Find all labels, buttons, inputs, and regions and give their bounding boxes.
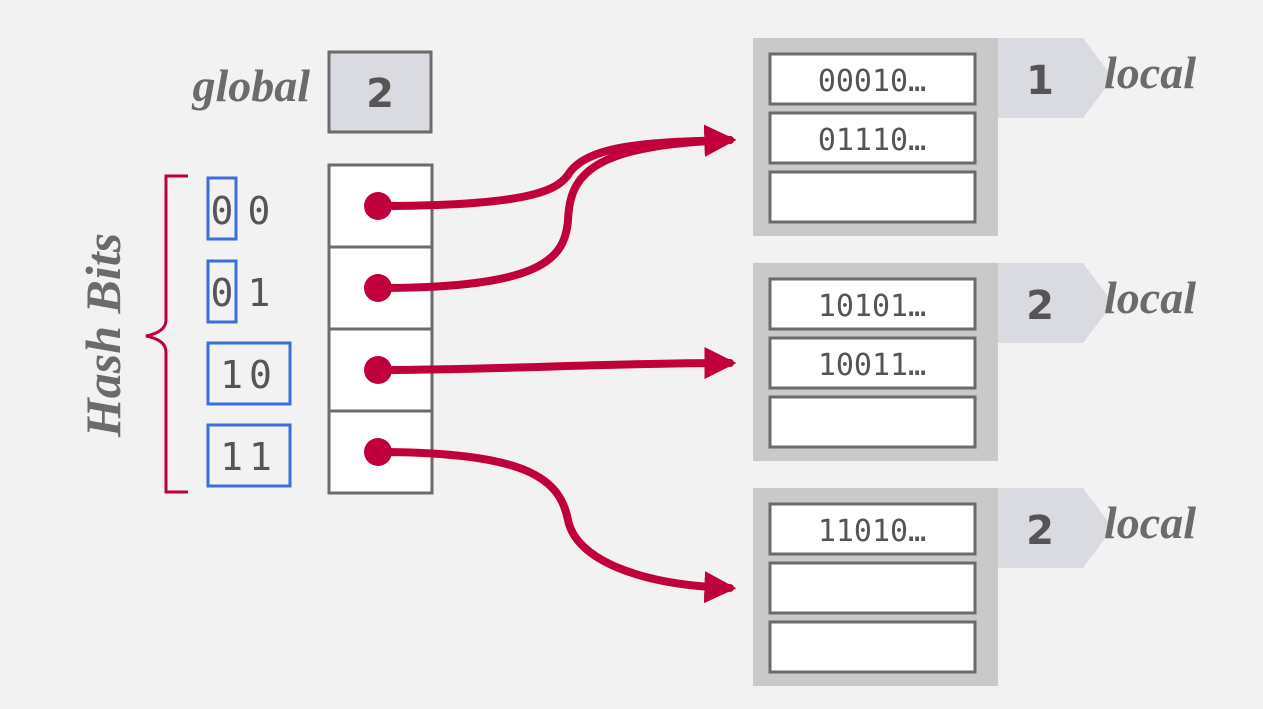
local-label: local [1104,497,1196,548]
pointer-dot-2 [364,356,392,384]
bucket-entry [768,561,977,615]
prefix-bits: 0 [211,271,234,315]
remaining-bits: 1 [248,271,271,315]
hash-bits-brace [145,174,188,494]
local-depth-tab [998,488,1113,568]
global-depth-box [327,50,433,134]
global-label: global [191,60,310,111]
bucket-entry-text: 01110… [818,123,926,158]
bucket-entry [768,52,977,106]
local-depth-value: 1 [1026,58,1054,104]
remaining-bits: 0 [248,189,271,233]
bucket-1: 00010… 01110… 1 local [753,38,1196,236]
bucket-entry-text: 10101… [818,289,926,324]
pointer-arrow-slot-3 [374,448,737,604]
bucket-entry [768,277,977,331]
bucket-entry-text: 00010… [818,64,926,99]
local-depth-value: 2 [1026,283,1054,329]
local-label: local [1104,47,1196,98]
bucket-entry [768,502,977,556]
prefix-highlight-box [206,423,292,488]
local-label: local [1104,272,1196,323]
bucket-entry-text: 11010… [818,514,926,549]
pointer-dot-1 [364,274,392,302]
bucket-entry-text: 10011… [818,348,926,383]
bucket-entry [768,620,977,674]
prefix-bits: 10 [220,353,278,397]
pointer-arrow-slot-1 [374,124,737,292]
bucket-entry [768,111,977,165]
pointer-dot-3 [364,438,392,466]
directory-prefix-3: 11 [206,423,292,488]
directory-prefix-0: 0 0 [206,176,271,241]
bucket-entry [768,170,977,224]
bucket-entry [768,336,977,390]
local-depth-value: 2 [1026,508,1054,554]
prefix-highlight-box [206,259,238,324]
directory-prefix-1: 0 1 [206,259,271,324]
pointer-arrow-slot-2 [374,347,737,380]
hash-bits-label: Hash Bits [75,233,131,438]
local-depth-tab [998,263,1113,343]
bucket-3: 11010… 2 local [753,488,1196,686]
pointer-dot-0 [364,192,392,220]
prefix-bits: 0 [211,189,234,233]
prefix-highlight-box [206,341,292,406]
local-depth-tab [998,38,1113,118]
bucket-2: 10101… 10011… 2 local [753,263,1196,461]
directory-prefix-2: 10 [206,341,292,406]
prefix-highlight-box [206,176,238,241]
prefix-bits: 11 [220,435,278,479]
global-depth-value: 2 [366,71,394,117]
bucket-entry [768,395,977,449]
